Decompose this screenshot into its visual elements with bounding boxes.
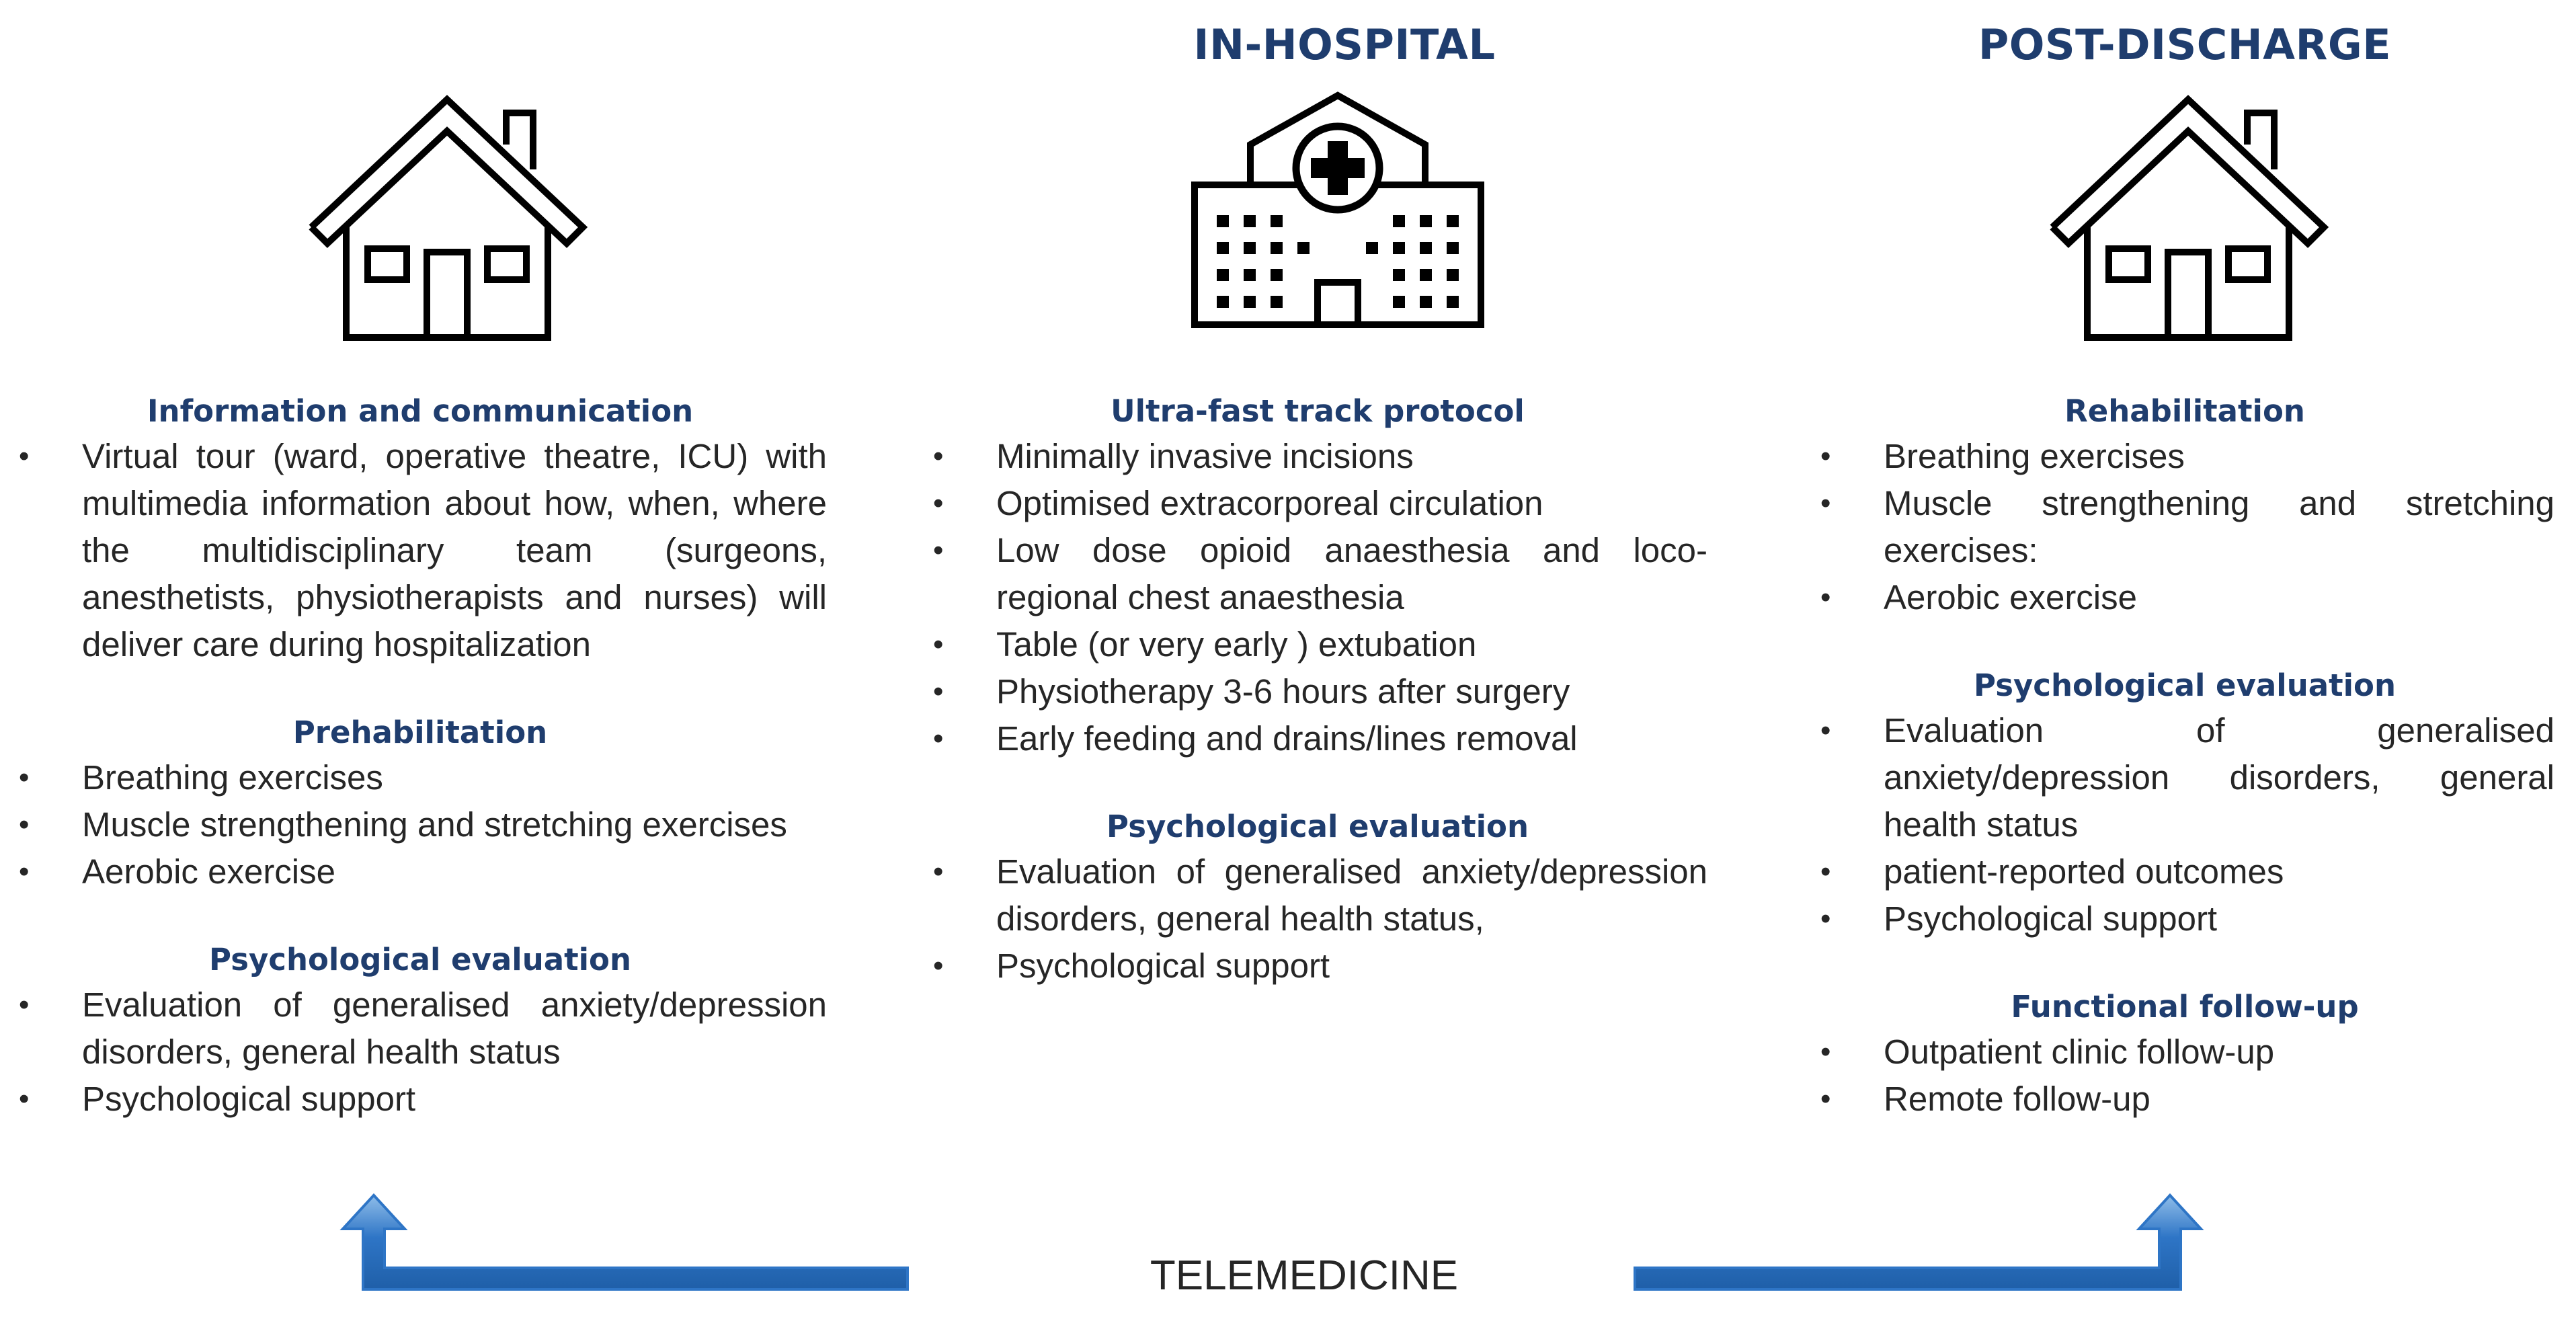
bullet-list: Breathing exercisesMuscle strengthening … <box>13 754 827 895</box>
section: Information and communicationVirtual tou… <box>13 391 827 668</box>
left-up-arrow-icon <box>339 1193 909 1291</box>
section-title: Prehabilitation <box>292 715 548 750</box>
pre-admission-column: Information and communicationVirtual tou… <box>13 391 827 1167</box>
in-hospital-heading: IN-HOSPITAL <box>1193 20 1496 69</box>
in-hospital-column: Ultra-fast track protocolMinimally invas… <box>928 391 1707 1034</box>
list-item: Aerobic exercise <box>13 848 827 895</box>
section-title: Ultra-fast track protocol <box>1111 393 1525 429</box>
post-discharge-heading: POST-DISCHARGE <box>1978 20 2392 69</box>
bullet-list: Outpatient clinic follow-upRemote follow… <box>1815 1029 2554 1123</box>
bullet-list: Evaluation of generalised anxiety/depres… <box>1815 707 2554 942</box>
bullet-list: Minimally invasive incisionsOptimised ex… <box>928 433 1707 762</box>
list-item: Evaluation of generalised anxiety/depres… <box>928 848 1707 942</box>
list-item: Muscle strengthening and stretching exer… <box>13 801 827 848</box>
list-item: Muscle strengthening and stretching exer… <box>1815 480 2554 574</box>
list-item: Evaluation of generalised anxiety/depres… <box>13 981 827 1076</box>
list-item: Remote follow-up <box>1815 1076 2554 1123</box>
section: RehabilitationBreathing exercisesMuscle … <box>1815 391 2554 621</box>
section: PrehabilitationBreathing exercisesMuscle… <box>13 713 827 895</box>
bullet-list: Breathing exercisesMuscle strengthening … <box>1815 433 2554 621</box>
section: Ultra-fast track protocolMinimally invas… <box>928 391 1707 762</box>
bullet-list: Evaluation of generalised anxiety/depres… <box>928 848 1707 990</box>
list-item: Breathing exercises <box>1815 433 2554 480</box>
telemedicine-label: TELEMEDICINE <box>1150 1252 1459 1299</box>
list-item: Outpatient clinic follow-up <box>1815 1029 2554 1076</box>
section-title: Rehabilitation <box>2064 393 2305 429</box>
list-item: Aerobic exercise <box>1815 574 2554 621</box>
house-icon <box>2050 95 2329 341</box>
list-item: Virtual tour (ward, operative theatre, I… <box>13 433 827 668</box>
section-title: Functional follow-up <box>2011 989 2359 1025</box>
section: Psychological evaluationEvaluation of ge… <box>1815 666 2554 942</box>
section: Functional follow-upOutpatient clinic fo… <box>1815 987 2554 1123</box>
right-up-arrow-icon <box>1634 1193 2204 1291</box>
list-item: patient-reported outcomes <box>1815 848 2554 895</box>
list-item: Psychological support <box>1815 895 2554 942</box>
hospital-icon <box>1191 91 1484 328</box>
list-item: Physiotherapy 3-6 hours after surgery <box>928 668 1707 715</box>
list-item: Psychological support <box>928 942 1707 990</box>
list-item: Psychological support <box>13 1076 827 1123</box>
section-title: Psychological evaluation <box>1106 809 1529 844</box>
list-item: Table (or very early ) extubation <box>928 621 1707 668</box>
bullet-list: Evaluation of generalised anxiety/depres… <box>13 981 827 1123</box>
section-title: Information and communication <box>147 393 694 429</box>
section-title: Psychological evaluation <box>1974 668 2396 703</box>
list-item: Optimised extracorporeal circulation <box>928 480 1707 527</box>
list-item: Evaluation of generalised anxiety/depres… <box>1815 707 2554 848</box>
list-item: Breathing exercises <box>13 754 827 801</box>
section: Psychological evaluationEvaluation of ge… <box>928 807 1707 990</box>
post-discharge-column: RehabilitationBreathing exercisesMuscle … <box>1815 391 2554 1167</box>
list-item: Minimally invasive incisions <box>928 433 1707 480</box>
section-title: Psychological evaluation <box>209 942 631 977</box>
section: Psychological evaluationEvaluation of ge… <box>13 940 827 1123</box>
bullet-list: Virtual tour (ward, operative theatre, I… <box>13 433 827 668</box>
list-item: Low dose opioid anaesthesia and loco-reg… <box>928 527 1707 621</box>
house-icon <box>309 95 588 341</box>
list-item: Early feeding and drains/lines removal <box>928 715 1707 762</box>
